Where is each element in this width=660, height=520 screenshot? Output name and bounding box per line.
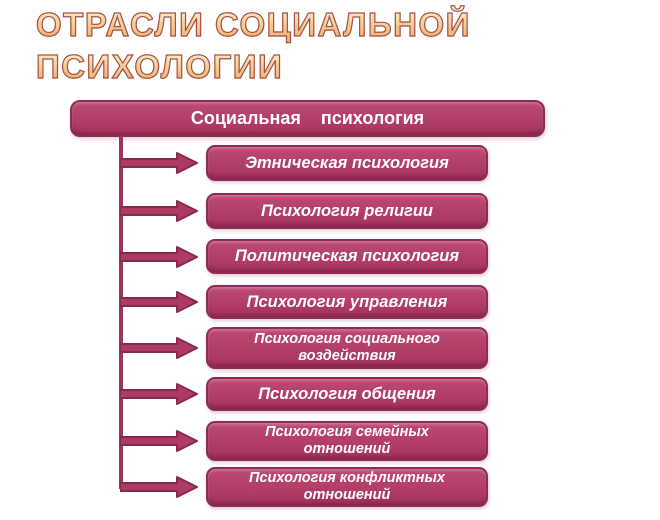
arrow-connector-3 [120, 246, 198, 268]
branch-node-communication-psychology: Психология общения [206, 377, 488, 411]
arrow-connector-1 [120, 152, 198, 174]
branch-node-psychology-of-religion: Психология религии [206, 193, 488, 229]
page-title-line1: ОТРАСЛИ СОЦИАЛЬНОЙ [35, 4, 471, 46]
branch-node-label: Психология общения [258, 384, 436, 403]
branch-node-label: Психология конфликтных отношений [249, 469, 445, 503]
arrow-connector-6 [120, 383, 198, 405]
branch-node-label: Психология религии [260, 201, 434, 220]
branch-node-label: Психология семейных отношений [265, 423, 429, 457]
branch-node-social-influence-psychology: Психология социального воздействия [206, 327, 488, 369]
branch-node-ethnic-psychology: Этническая психология [206, 145, 488, 181]
branch-node-management-psychology: Психология управления [206, 285, 488, 319]
branch-node-label: Этническая психология [245, 153, 449, 172]
branch-node-label: Психология социального воздействия [254, 330, 440, 364]
root-node-label: Социальная психология [190, 108, 425, 128]
page-title: ОТРАСЛИ СОЦИАЛЬНОЙ ПСИХОЛОГИИ [35, 4, 471, 88]
arrow-connector-7 [120, 430, 198, 452]
page-title-line2: ПСИХОЛОГИИ [35, 46, 283, 88]
branch-node-label: Политическая психология [234, 247, 460, 265]
arrow-connector-2 [120, 200, 198, 222]
root-node-social-psychology: Социальная психология [70, 100, 545, 137]
branch-node-conflict-relations-psychology: Психология конфликтных отношений [206, 467, 488, 507]
branch-node-political-psychology: Политическая психология [206, 239, 488, 274]
branch-node-family-relations-psychology: Психология семейных отношений [206, 421, 488, 461]
trunk-connector-line [119, 136, 123, 489]
branch-node-label: Психология управления [246, 292, 448, 311]
arrow-connector-5 [120, 337, 198, 359]
arrow-connector-8 [120, 476, 198, 498]
arrow-connector-4 [120, 291, 198, 313]
